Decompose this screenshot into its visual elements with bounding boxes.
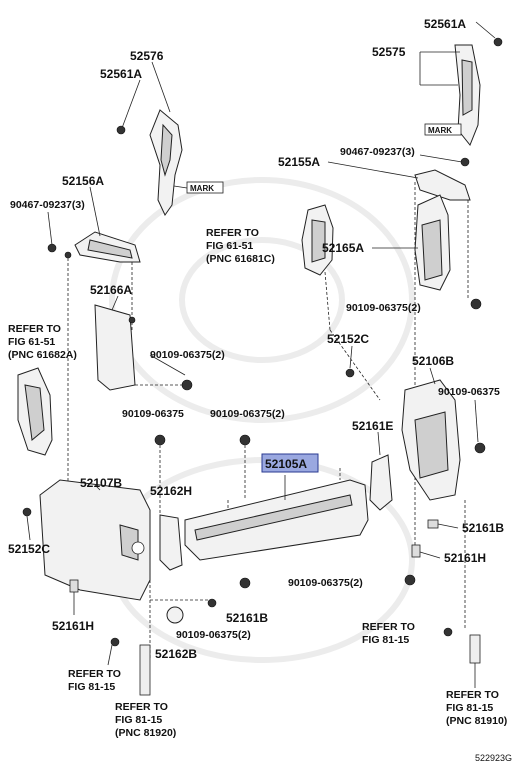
bolt-90467-left[interactable] [47,243,57,253]
label-refer-bc-2: FIG 81-15 [115,714,162,726]
label-refer-left-2: FIG 61-51 [8,336,55,348]
label-52561a-left: 52561A [100,67,142,81]
label-refer-br-1: REFER TO [446,689,499,701]
label-bolt-right-mid: 90109-06375(2) [346,302,421,314]
label-52561a-right: 52561A [424,17,466,31]
label-52107b: 52107B [80,476,122,490]
label-bolt-right-low: 90109-06375 [438,386,500,398]
label-52161b-center: 52161B [226,611,268,625]
mark-box-right [424,123,462,136]
label-52575: 52575 [372,45,406,59]
label-52162h: 52162H [150,484,192,498]
part-52162b[interactable] [166,606,184,624]
label-52576: 52576 [130,49,164,63]
bracket-52156a[interactable] [74,231,141,263]
label-52161e: 52161E [352,419,393,433]
label-bolt-bottom-center: 90109-06375(2) [176,629,251,641]
bolt-90109-right-bottom[interactable] [404,574,416,586]
clip-52152c-left[interactable] [22,507,32,517]
bolt-90109-center-2[interactable] [239,434,251,446]
clip-52161h-left[interactable] [69,579,79,615]
label-bolt-right-bottom: 90109-06375(2) [288,577,363,589]
label-52152c-left: 52152C [8,542,50,556]
part-52162h[interactable] [159,514,183,571]
part-81910-strip [469,634,481,664]
label-52156a: 52156A [62,174,104,188]
label-refer-left-3: (PNC 61682A) [8,349,77,361]
bolt-90109-right-low[interactable] [474,442,486,454]
label-52106b: 52106B [412,354,454,368]
label-refer-bl-1: REFER TO [68,668,121,680]
ref-part-61682a[interactable] [17,367,53,456]
label-52166a: 52166A [90,283,132,297]
bolt-90109-bottom[interactable] [207,598,217,608]
label-refer-br-2: FIG 81-15 [446,702,493,714]
label-52152c-right: 52152C [327,332,369,346]
label-bolt-low-1: 90109-06375 [122,408,184,420]
bolt-90109-left-mid[interactable] [181,379,193,391]
label-bolt-low-2: 90109-06375(2) [210,408,285,420]
label-mark-right: MARK [428,126,452,135]
part-52161e[interactable] [369,454,393,511]
mark-box-left [186,181,224,194]
label-52161h-left: 52161H [52,619,94,633]
label-refer-center-1: REFER TO [206,227,259,239]
label-52162b: 52162B [155,647,197,661]
part-52162b-strip [139,644,151,696]
label-refer-bc-1: REFER TO [115,701,168,713]
label-refer-bc-3: (PNC 81920) [115,727,176,739]
label-bolt-right-top: 90467-09237(3) [340,146,415,158]
diagram-code: 522923G [475,753,512,763]
label-52161b-right: 52161B [462,521,504,535]
bracket-52155a[interactable] [414,169,471,201]
bracket-52575[interactable] [454,44,481,146]
ref-part-61681c[interactable] [301,204,334,276]
label-refer-left-1: REFER TO [8,323,61,335]
label-refer-r-1: REFER TO [362,621,415,633]
label-bolt-left-top: 90467-09237(3) [10,199,85,211]
label-52105a: 52105A [265,457,307,471]
label-refer-bl-2: FIG 81-15 [68,681,115,693]
bracket-52576[interactable] [149,109,183,216]
bumper-end-52106b[interactable] [401,379,461,501]
bolt-90467-right[interactable] [460,157,470,167]
bolt-90109-right-mid[interactable] [470,298,482,310]
label-52155a: 52155A [278,155,320,169]
part-52165a[interactable] [414,194,451,291]
label-refer-center-2: FIG 61-51 [206,240,253,252]
label-refer-center-3: (PNC 61681C) [206,253,275,265]
label-refer-r-2: FIG 81-15 [362,634,409,646]
clip-52561a-right[interactable] [493,37,503,47]
label-refer-br-3: (PNC 81910) [446,715,507,727]
clip-52152c-right[interactable] [345,368,355,378]
label-mark-left: MARK [190,184,214,193]
beam-52105a[interactable] [184,479,369,561]
label-52161h-right: 52161H [444,551,486,565]
bolt-90109-center-1[interactable] [154,434,166,446]
clip-52561a-left[interactable] [116,125,126,135]
clip-52161b-right[interactable] [427,519,459,529]
labels: 52576 52561A MARK 52156A 90467-09237(3) … [8,17,512,763]
highlight-52105a[interactable] [261,453,319,473]
part-52166a[interactable] [94,304,136,391]
bumper-end-52107b[interactable] [39,479,151,601]
clip-52161h-right[interactable] [411,544,441,559]
label-52165a: 52165A [322,241,364,255]
label-bolt-left-mid: 90109-06375(2) [150,349,225,361]
